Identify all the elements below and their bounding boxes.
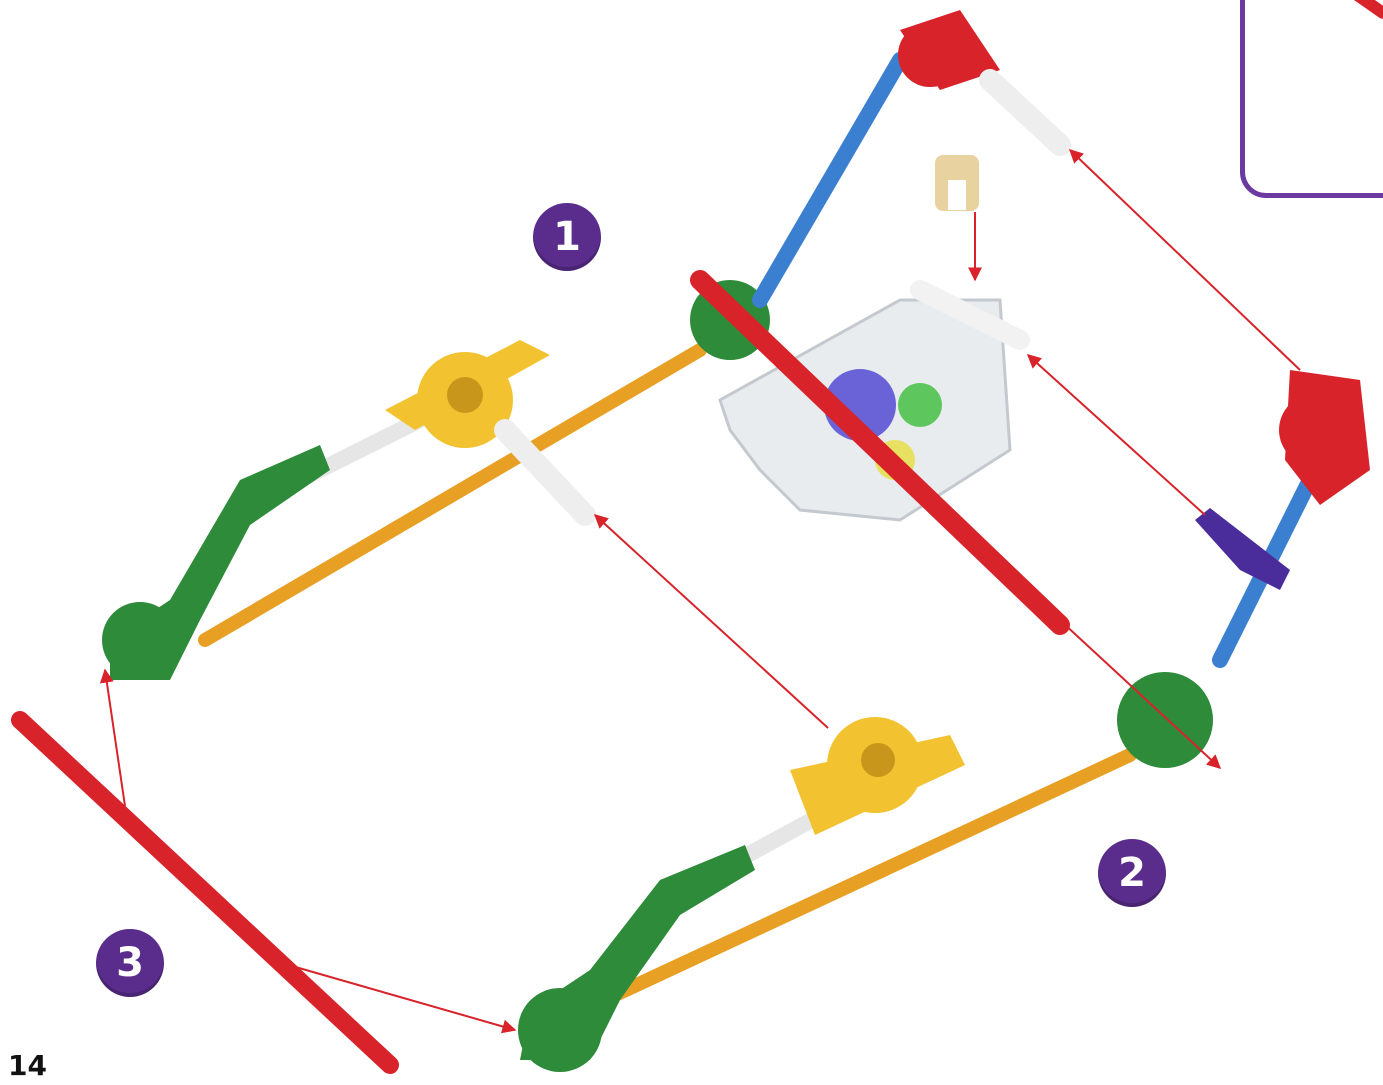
step-2-badge: 2	[1098, 839, 1166, 907]
green-connector	[102, 602, 178, 678]
green-gear	[898, 383, 942, 427]
arrow	[99, 668, 126, 807]
green-connector	[518, 988, 602, 1072]
red-rod	[11, 711, 399, 1074]
assembly-arrows	[99, 149, 1301, 1034]
yellow-connector	[385, 340, 550, 448]
purple-clip	[1195, 508, 1290, 590]
arrow	[1068, 149, 1301, 371]
step-3-badge: 3	[96, 929, 164, 997]
orange-rod	[198, 343, 707, 647]
orange-rod	[533, 748, 1137, 1037]
page-number: 14	[8, 1049, 47, 1082]
white-rod	[979, 69, 1071, 156]
inset-box	[1240, 0, 1383, 198]
red-connector	[1279, 394, 1351, 466]
arrow	[291, 965, 517, 1034]
red-connector	[898, 23, 962, 87]
yellow-connector	[790, 717, 965, 835]
arrow	[1026, 354, 1206, 516]
red-rod	[1334, 0, 1383, 22]
arrow	[1061, 621, 1222, 769]
step-1-badge: 1	[533, 203, 601, 271]
blue-rod	[752, 52, 908, 308]
left-frame	[102, 280, 770, 680]
front-frame	[518, 672, 1213, 1072]
red-rod	[690, 270, 1070, 635]
back-frame	[752, 10, 1071, 308]
right-frame	[1195, 370, 1370, 668]
arrow	[593, 514, 829, 729]
white-rod	[494, 419, 596, 526]
tan-connector	[935, 155, 979, 211]
